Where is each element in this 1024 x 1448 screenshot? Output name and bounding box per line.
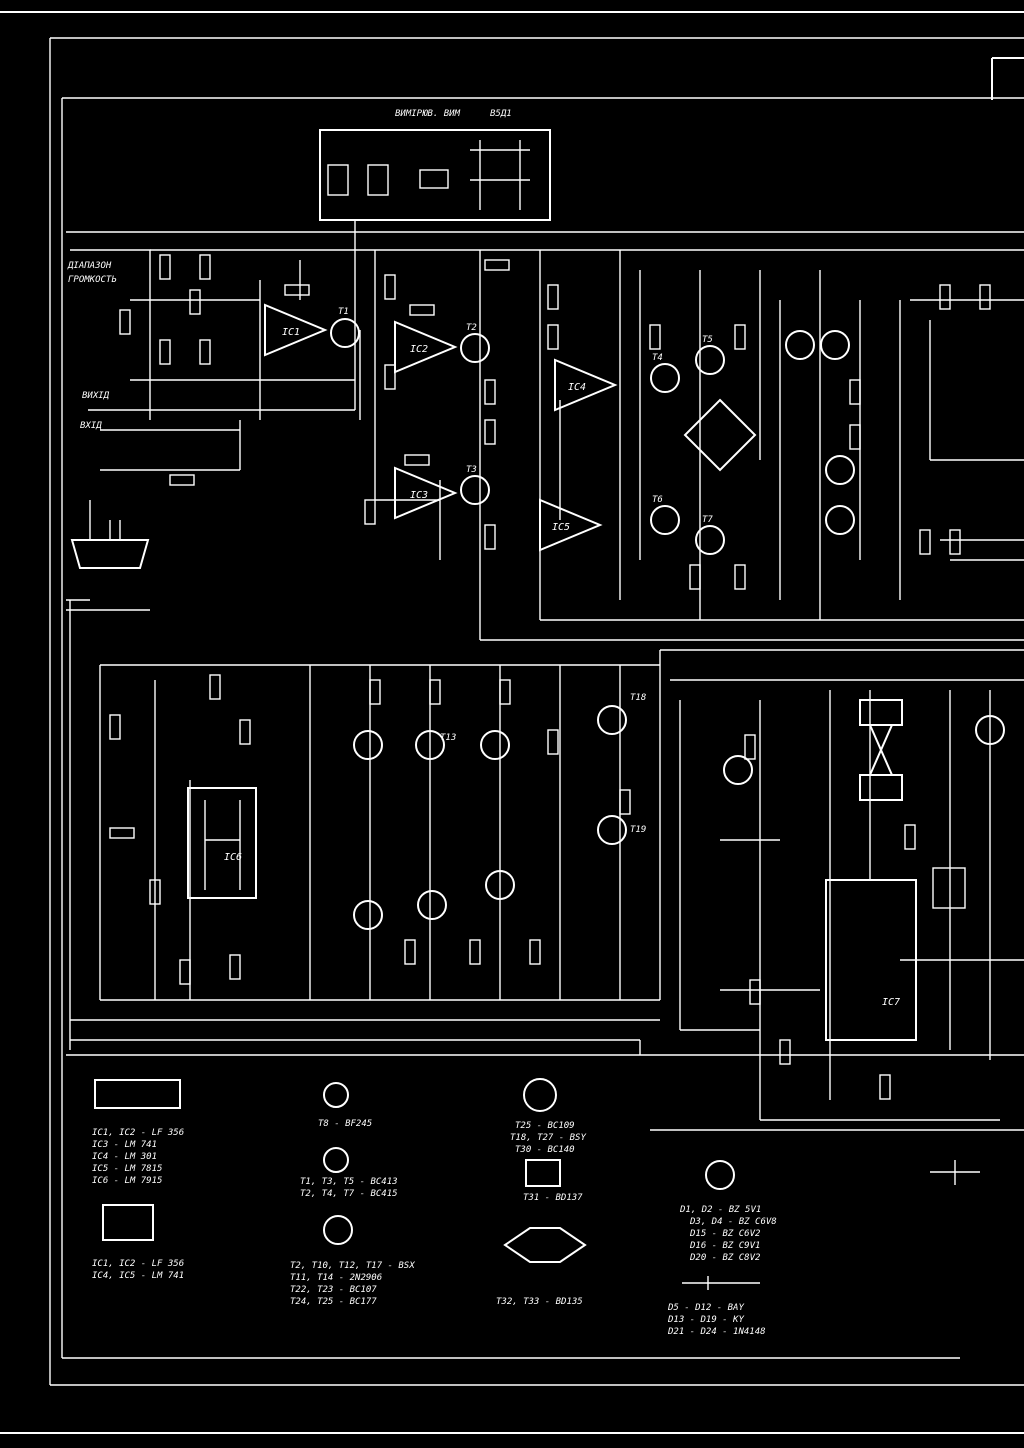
left-labels: ДІАПАЗОН ГРОМКОСТЬ ВИХІД ВХІД	[67, 261, 117, 431]
ic-blocks-lower: IC6 IC7	[187, 699, 966, 1041]
transistor-label: T3	[466, 465, 477, 475]
legend-line: T2, T4, T7 - BC415	[300, 1189, 398, 1199]
transistor-label: T18	[630, 693, 646, 703]
legend-line: IC4, IC5 - LM 741	[92, 1271, 184, 1281]
left-label: ВХІД	[80, 421, 102, 431]
legend-line: D3, D4 - BZ C6V8	[689, 1217, 777, 1227]
transistor-label: T2	[466, 323, 477, 333]
switch-block: ВИМІРЮВ. ВИМ В5Д1	[319, 109, 551, 221]
transistor-label: T13	[440, 733, 456, 743]
legend-line: T31 - BD137	[523, 1193, 583, 1203]
legend-line: T1, T3, T5 - BC413	[300, 1177, 398, 1187]
switch-label-b: В5Д1	[490, 109, 512, 119]
legend-line: IC3 - LM 741	[92, 1140, 157, 1150]
legend-line: T32, T33 - BD135	[496, 1297, 583, 1307]
switch-label-a: ВИМІРЮВ. ВИМ	[395, 109, 461, 119]
ic-label: IC1	[282, 327, 300, 338]
db9-connector	[70, 500, 150, 569]
legend-line: D1, D2 - BZ 5V1	[679, 1205, 761, 1215]
legend-line: T11, T14 - 2N2906	[290, 1273, 382, 1283]
legend-line: T30 - BC140	[515, 1145, 575, 1155]
ic-label: IC3	[410, 490, 428, 501]
resistors-upper	[119, 254, 991, 590]
legend-transistors: T8 - BF245 T1, T3, T5 - BC413 T2, T4, T7…	[290, 1119, 586, 1307]
ic-opamps-upper: IC1 IC2 IC3 IC4 IC5	[264, 303, 618, 552]
legend-ic: IC1, IC2 - LF 356 IC3 - LM 741 IC4 - LM …	[92, 1128, 184, 1281]
resistors-lower	[109, 674, 916, 1100]
legend-line: IC4 - LM 301	[92, 1152, 157, 1162]
legend-line: D21 - D24 - 1N4148	[667, 1327, 766, 1337]
legend-diodes: D1, D2 - BZ 5V1 D3, D4 - BZ C6V8 D15 - B…	[667, 1205, 777, 1337]
transistors-upper: T1 T2 T3 T4 T5 T6 T7	[330, 307, 855, 555]
legend-line: T24, T25 - BC177	[290, 1297, 377, 1307]
diode-bridge	[683, 398, 757, 472]
pinout-legend	[94, 1078, 980, 1290]
legend-line: T18, T27 - BSY	[510, 1133, 586, 1143]
legend-line: D20 - BZ C8V2	[689, 1253, 760, 1263]
legend-line: D5 - D12 - BAY	[667, 1303, 744, 1313]
legend-line: IC6 - LM 7915	[92, 1176, 162, 1186]
legend-line: D13 - D19 - KY	[667, 1315, 744, 1325]
left-label: ВИХІД	[82, 391, 110, 401]
ic-label: IC6	[224, 852, 242, 863]
legend-line: T25 - BC109	[515, 1121, 575, 1131]
lower-section-wiring	[66, 649, 1024, 1131]
ic-label: IC7	[882, 997, 900, 1008]
ic-label: IC2	[410, 344, 428, 355]
transistor-label: T7	[702, 515, 713, 525]
transistor-label: T6	[652, 495, 663, 505]
legend-line: IC1, IC2 - LF 356	[92, 1259, 184, 1269]
legend-line: T8 - BF245	[318, 1119, 372, 1129]
sheet-border	[0, 11, 1024, 1434]
ic-label: IC5	[552, 522, 570, 533]
ic-label: IC4	[568, 382, 586, 393]
legend-line: T2, T10, T12, T17 - BSX	[290, 1261, 415, 1271]
legend-line: IC1, IC2 - LF 356	[92, 1128, 184, 1138]
transistors-lower: T13 T18 T19	[353, 693, 1005, 930]
transistor-label: T1	[338, 307, 349, 317]
transistor-label: T19	[630, 825, 646, 835]
upper-section-wiring	[66, 220, 1024, 1050]
legend-line: T22, T23 - BC107	[290, 1285, 377, 1295]
left-label: ГРОМКОСТЬ	[68, 275, 117, 285]
transistor-label: T4	[652, 353, 663, 363]
legend-line: D15 - BZ C6V2	[689, 1229, 760, 1239]
transistor-label: T5	[702, 335, 713, 345]
left-label: ДІАПАЗОН	[67, 261, 112, 271]
legend-line: IC5 - LM 7815	[92, 1164, 162, 1174]
legend-line: D16 - BZ C9V1	[689, 1241, 760, 1251]
